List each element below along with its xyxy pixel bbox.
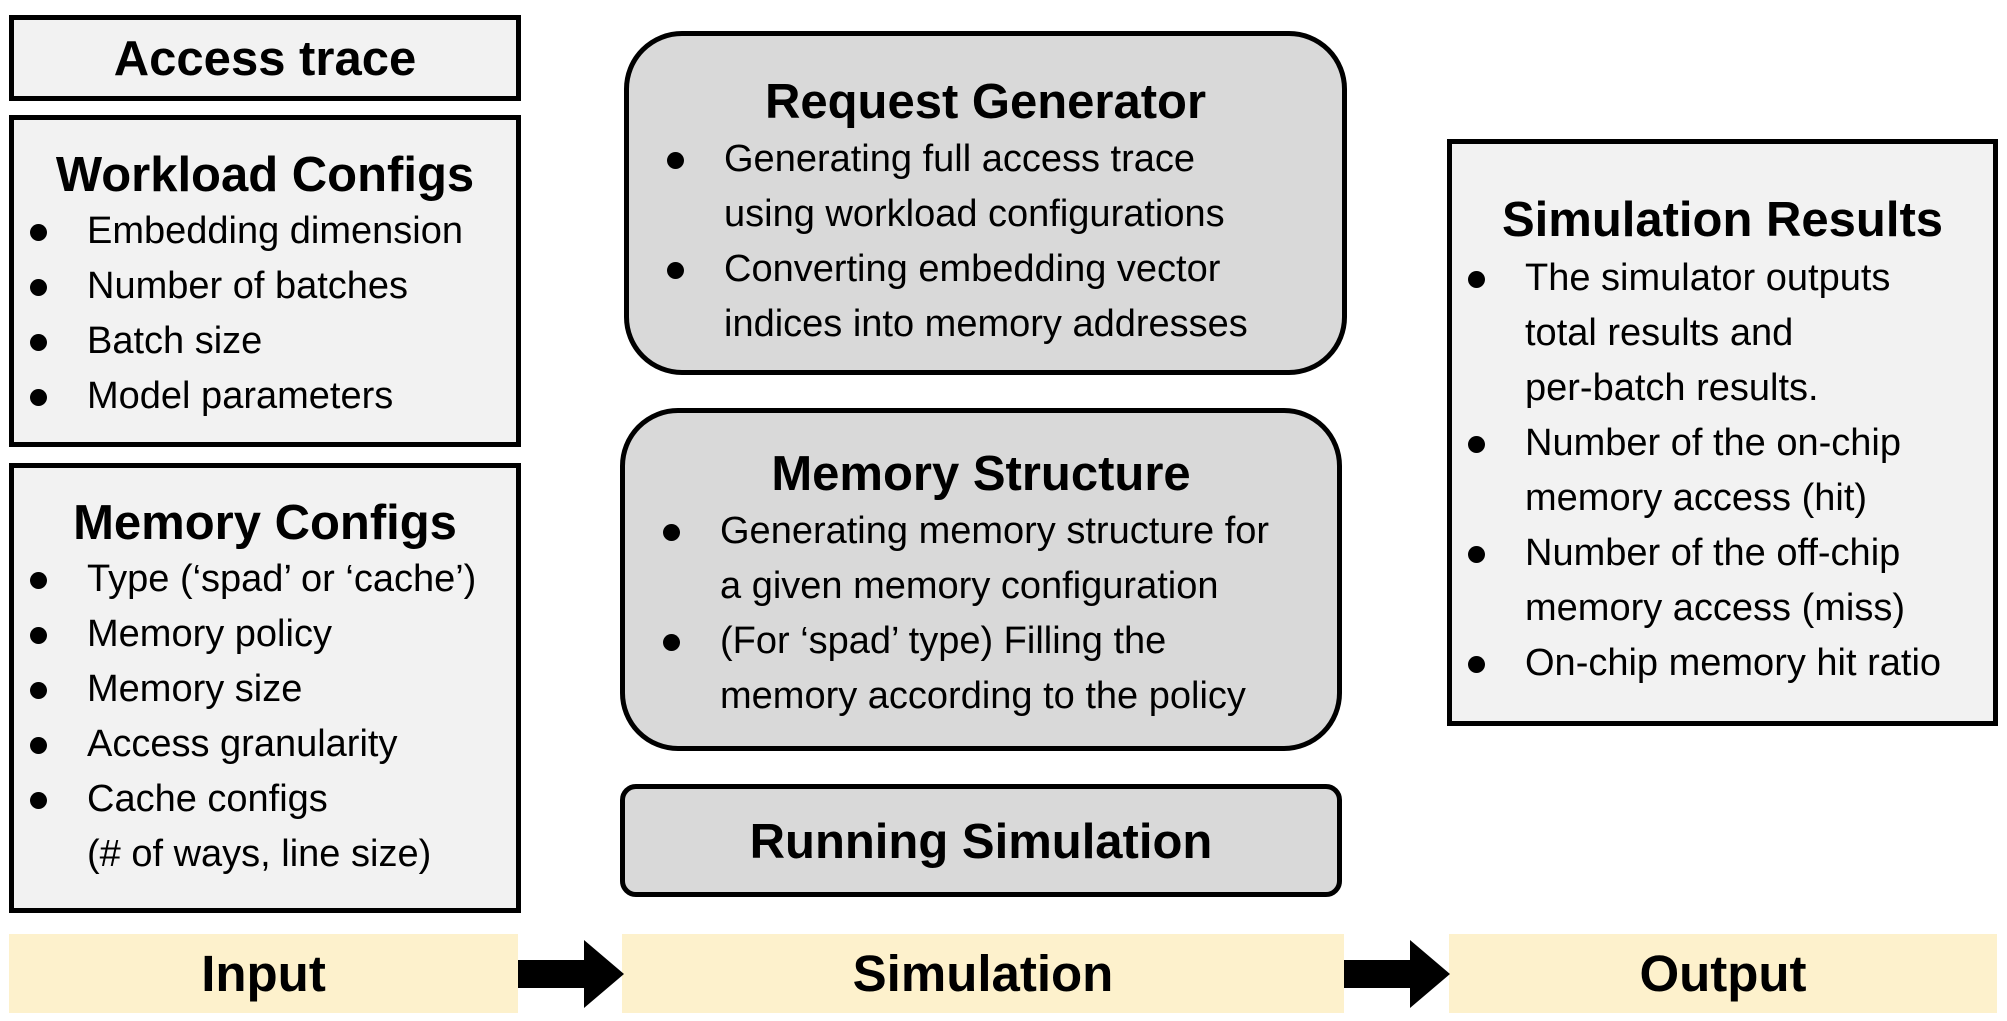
cache-configs-line2: (# of ways, line size) <box>87 833 432 875</box>
list-item: Model parameters <box>14 369 516 424</box>
stage-input-label: Input <box>9 934 518 1013</box>
memory-configs-title: Memory Configs <box>73 496 457 550</box>
list-item: Number of the on-chip memory access (hit… <box>1452 416 1993 526</box>
list-item: Generating full access trace using workl… <box>651 132 1342 242</box>
stage-simulation-label: Simulation <box>622 934 1344 1013</box>
workload-configs-box: Workload Configs Embedding dimension Num… <box>9 115 521 447</box>
list-item: Type (‘spad’ or ‘cache’) <box>14 552 516 607</box>
list-item: On-chip memory hit ratio <box>1452 636 1993 691</box>
memory-structure-title: Memory Structure <box>771 447 1191 501</box>
simulation-results-box: Simulation Results The simulator outputs… <box>1447 139 1998 726</box>
cache-configs-line1: Cache configs <box>87 778 328 820</box>
memory-structure-box: Memory Structure Generating memory struc… <box>620 408 1342 751</box>
list-item: Memory size <box>14 662 516 717</box>
arrow-right-icon <box>1344 940 1450 1008</box>
list-item: Batch size <box>14 314 516 369</box>
running-simulation-title: Running Simulation <box>749 815 1213 869</box>
workload-configs-list: Embedding dimension Number of batches Ba… <box>14 204 516 424</box>
memory-configs-box: Memory Configs Type (‘spad’ or ‘cache’) … <box>9 463 521 913</box>
list-item: The simulator outputs total results and … <box>1452 251 1993 416</box>
list-item: Converting embedding vector indices into… <box>651 242 1342 352</box>
request-generator-box: Request Generator Generating full access… <box>624 31 1347 375</box>
arrow-right-icon <box>518 940 624 1008</box>
memory-structure-list: Generating memory structure for a given … <box>625 504 1337 724</box>
stage-output-label: Output <box>1449 934 1997 1013</box>
workload-configs-title: Workload Configs <box>55 148 475 202</box>
list-item: Memory policy <box>14 607 516 662</box>
running-simulation-box: Running Simulation <box>620 784 1342 897</box>
list-item: Generating memory structure for a given … <box>647 504 1337 614</box>
list-item: Cache configs (# of ways, line size) <box>14 772 516 882</box>
list-item: (For ‘spad’ type) Filling the memory acc… <box>647 614 1337 724</box>
list-item: Access granularity <box>14 717 516 772</box>
list-item: Embedding dimension <box>14 204 516 259</box>
memory-configs-list: Type (‘spad’ or ‘cache’) Memory policy M… <box>14 552 516 882</box>
simulation-results-title: Simulation Results <box>1501 193 1944 247</box>
simulation-results-list: The simulator outputs total results and … <box>1452 251 1993 691</box>
list-item: Number of the off-chip memory access (mi… <box>1452 526 1993 636</box>
access-trace-box: Access trace <box>9 15 521 101</box>
access-trace-title: Access trace <box>113 32 417 86</box>
request-generator-list: Generating full access trace using workl… <box>629 132 1342 352</box>
list-item: Number of batches <box>14 259 516 314</box>
request-generator-title: Request Generator <box>764 75 1207 129</box>
